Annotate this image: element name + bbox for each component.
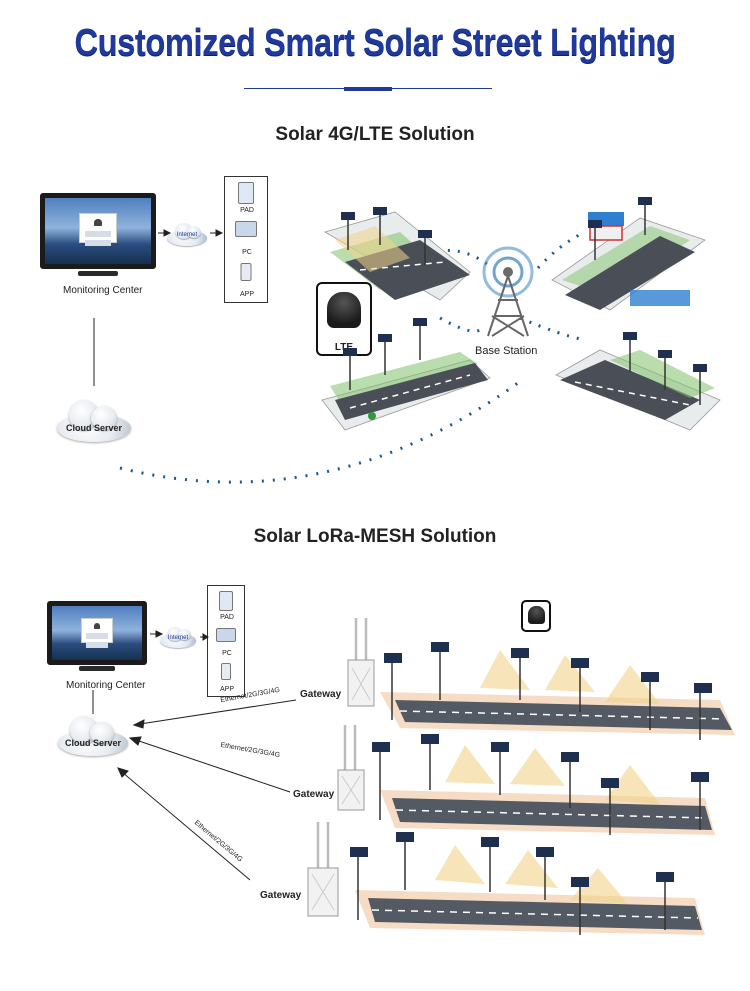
base-station-label: Base Station <box>475 345 538 357</box>
lte-road-block-bottomright <box>555 349 721 431</box>
lte-section-title: Solar 4G/LTE Solution <box>275 124 475 145</box>
lora-phone-icon <box>221 663 231 680</box>
lora-section-title: Solar LoRa-MESH Solution <box>253 526 497 547</box>
base-station-tower-icon <box>482 246 534 337</box>
lte-controller-icon <box>327 292 361 328</box>
lora-monitoring-center-label: Monitoring Center <box>66 680 146 691</box>
lte-road-block-bottomleft <box>321 352 491 431</box>
gateway-device-icon-1 <box>347 618 375 707</box>
lora-devices-panel: PAD PC APP <box>207 585 245 697</box>
device-label-pc: PC <box>242 249 252 256</box>
lora-cloud-server-icon: Cloud Server <box>58 716 128 756</box>
lora-internet-cloud-icon: Internet <box>158 626 198 648</box>
monitoring-center-label: Monitoring Center <box>63 285 143 296</box>
device-label-pad: PAD <box>240 207 254 214</box>
lora-cloud-server-label: Cloud Server <box>64 738 122 748</box>
lora-device-label-pc: PC <box>222 650 232 657</box>
phone-icon <box>240 263 252 281</box>
lora-pc-icon <box>216 628 236 642</box>
devices-panel: PAD PC APP <box>224 176 268 303</box>
cloud-server-label: Cloud Server <box>65 423 123 433</box>
monitor-stand <box>78 271 118 276</box>
lora-street-row-3 <box>355 845 705 935</box>
lte-road-block-topleft <box>323 211 471 301</box>
lora-controller-callout <box>521 600 551 632</box>
lora-street-row-2 <box>380 745 715 835</box>
gateway-label-3: Gateway <box>260 890 302 901</box>
device-label-app: APP <box>239 291 254 298</box>
lora-device-label-app: APP <box>219 686 234 693</box>
page-title: Customized Smart Solar Street Lighting <box>74 22 676 64</box>
lora-internet-label: Internet <box>167 635 189 641</box>
cloud-server-icon: Cloud Server <box>57 400 131 442</box>
gateway-device-icon-2 <box>337 725 365 811</box>
lora-monitoring-center-monitor-icon <box>47 601 147 665</box>
lora-street-row-1 <box>380 650 735 735</box>
internet-cloud-icon: Internet <box>165 222 209 246</box>
lora-controller-icon <box>528 606 545 624</box>
lora-monitor-stand <box>79 666 115 671</box>
lte-label: LTE <box>334 342 354 353</box>
lora-device-label-pad: PAD <box>220 614 234 621</box>
lte-road-block-topright <box>551 212 706 311</box>
internet-label: Internet <box>176 232 198 238</box>
gateway-device-icon-3 <box>307 822 339 917</box>
title-divider-accent <box>344 87 392 91</box>
gateway-label-1: Gateway <box>300 689 342 700</box>
monitoring-center-monitor-icon <box>40 193 156 269</box>
tablet-icon <box>238 182 254 204</box>
lora-tablet-icon <box>219 591 233 611</box>
pc-icon <box>235 221 257 237</box>
gateway-label-2: Gateway <box>293 789 335 800</box>
